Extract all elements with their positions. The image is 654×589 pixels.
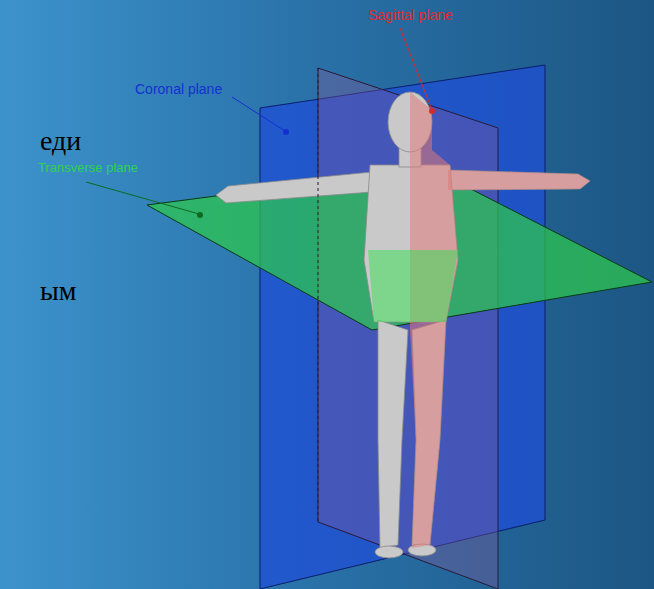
leader-line bbox=[86, 182, 199, 214]
plane-label: Coronal plane bbox=[135, 82, 222, 97]
leader-dot bbox=[429, 108, 435, 114]
plane-edge bbox=[318, 68, 319, 522]
transverse-tint bbox=[368, 250, 458, 322]
sagittal-tint bbox=[448, 170, 590, 190]
plane-label: Sagittal plane bbox=[368, 8, 453, 23]
slide-text: еди bbox=[40, 126, 81, 157]
human-figure bbox=[216, 92, 590, 558]
leader-line bbox=[232, 97, 285, 131]
leader-dot bbox=[283, 129, 289, 135]
sagittal-plane bbox=[318, 68, 498, 589]
leader-dot bbox=[197, 212, 203, 218]
slide-text: ым bbox=[40, 276, 77, 307]
plane-label: Transverse plane bbox=[38, 161, 138, 175]
coronal-plane bbox=[260, 65, 545, 589]
leader-line bbox=[400, 28, 432, 110]
